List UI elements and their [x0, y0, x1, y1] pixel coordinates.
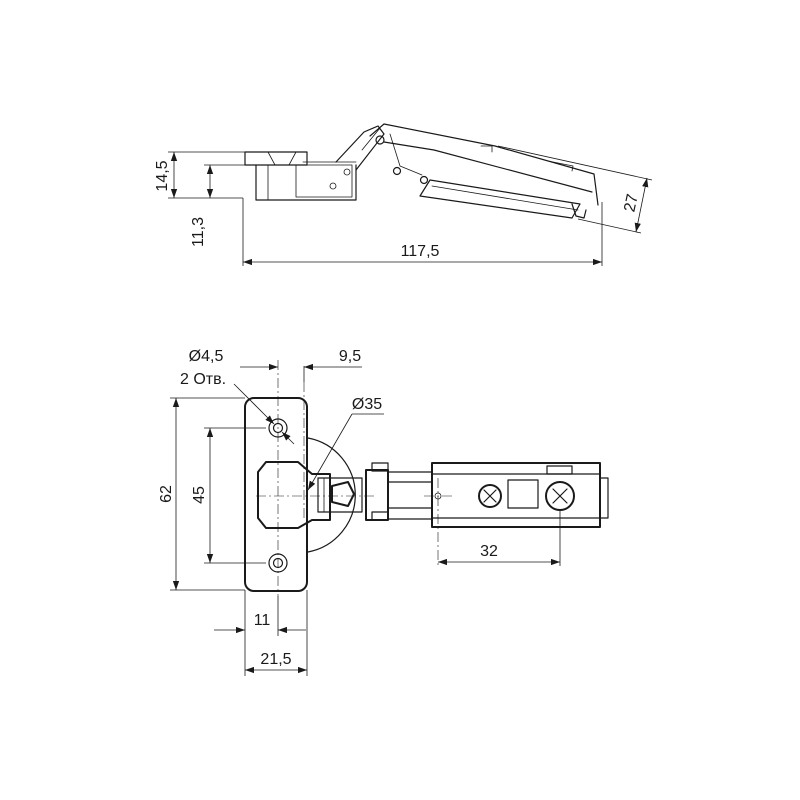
adjustment-screw-right: [545, 481, 575, 511]
dim-label-width-11: 11: [254, 612, 271, 629]
adjustment-screw-left: [478, 484, 502, 508]
dim-label-hole-diameter: Ø4,5: [189, 348, 224, 365]
dim-label-width-21-5: 21,5: [260, 651, 291, 668]
center-lines: [256, 360, 452, 596]
dim-label-height-11-3: 11,3: [190, 217, 207, 247]
top-view: [244, 397, 609, 592]
dim-label-offset-9-5: 9,5: [339, 348, 361, 365]
dim-label-offset-27: 27: [621, 192, 641, 213]
dim-label-hole-count: 2 Отв.: [180, 371, 226, 388]
dim-label-height-62: 62: [158, 485, 175, 503]
side-view-dimensions: [168, 145, 653, 266]
dim-label-spacing-45: 45: [191, 486, 208, 504]
dim-label-spacing-32: 32: [480, 543, 498, 560]
dim-label-length-117-5: 117,5: [401, 243, 440, 260]
dim-label-cup-diameter: Ø35: [352, 396, 382, 413]
dim-label-height-14-5: 14,5: [154, 160, 171, 191]
side-view: [244, 123, 599, 219]
top-view-dimensions: [170, 363, 561, 676]
